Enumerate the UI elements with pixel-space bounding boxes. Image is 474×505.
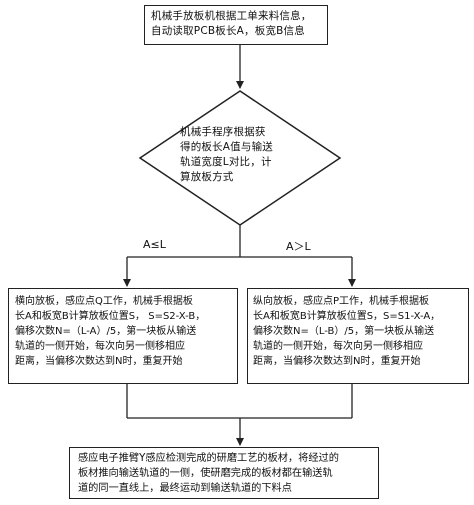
- right-line-4: 轨道的一侧开始，每次向另一侧移相应: [253, 341, 423, 352]
- decision-text: 机械手程序根据获 得的板长A值与输送 轨道宽度L对比，计 算放板方式: [180, 125, 273, 185]
- right-line-2: 长A和板宽B计算放板位置S，S=S1-X-A，: [253, 311, 441, 322]
- step1-line-1: 机械手放板机根据工单来料信息，: [151, 10, 312, 22]
- condition-right: A＞L: [286, 240, 311, 253]
- left-line-5: 距离，当偏移次数达到N时，重复开始: [15, 356, 183, 367]
- right-line-5: 距离，当偏移次数达到N时，重复开始: [253, 356, 421, 367]
- right-line-3: 偏移次数N=（L-B）/5，第一块板从输送: [253, 326, 435, 337]
- condition-left: A≤L: [143, 238, 166, 251]
- left-line-2: 长A和板宽B计算放板位置S， S=S2-X-B，: [15, 311, 206, 322]
- left-line-1: 横向放板，感应点Q工作，机械手根据板: [15, 296, 193, 307]
- decision-line-4: 算放板方式: [180, 171, 234, 183]
- final-line-3: 道的同一直线上，最终运动到输送轨道的下料点: [78, 483, 292, 494]
- final-line-2: 板材推向输送轨道的一侧，使研磨完成的板材都在输送轨: [78, 468, 333, 479]
- decision-line-1: 机械手程序根据获: [180, 126, 266, 138]
- left-line-3: 偏移次数N=（L-A）/5，第一块板从输送: [15, 326, 197, 337]
- right-branch-box: 纵向放板，感应点P工作，机械手根据板 长A和板宽B计算放板位置S，S=S1-X-…: [247, 288, 469, 384]
- decision-line-3: 轨道宽度L对比，计: [180, 156, 272, 168]
- right-line-1: 纵向放板，感应点P工作，机械手根据板: [253, 296, 430, 307]
- step1-line-2: 自动读取PCB板长A，板宽B信息: [151, 25, 305, 37]
- final-line-1: 感应电子推臂Y感应检测完成的研磨工艺的板材，将经过的: [78, 453, 339, 464]
- decision-line-2: 得的板长A值与输送: [180, 141, 273, 153]
- final-box: 感应电子推臂Y感应检测完成的研磨工艺的板材，将经过的 板材推向输送轨道的一侧，使…: [69, 447, 379, 499]
- left-line-4: 轨道的一侧开始，每次向另一侧移相应: [15, 341, 185, 352]
- step1-box: 机械手放板机根据工单来料信息， 自动读取PCB板长A，板宽B信息: [144, 5, 328, 45]
- left-branch-box: 横向放板，感应点Q工作，机械手根据板 长A和板宽B计算放板位置S， S=S2-X…: [8, 288, 238, 384]
